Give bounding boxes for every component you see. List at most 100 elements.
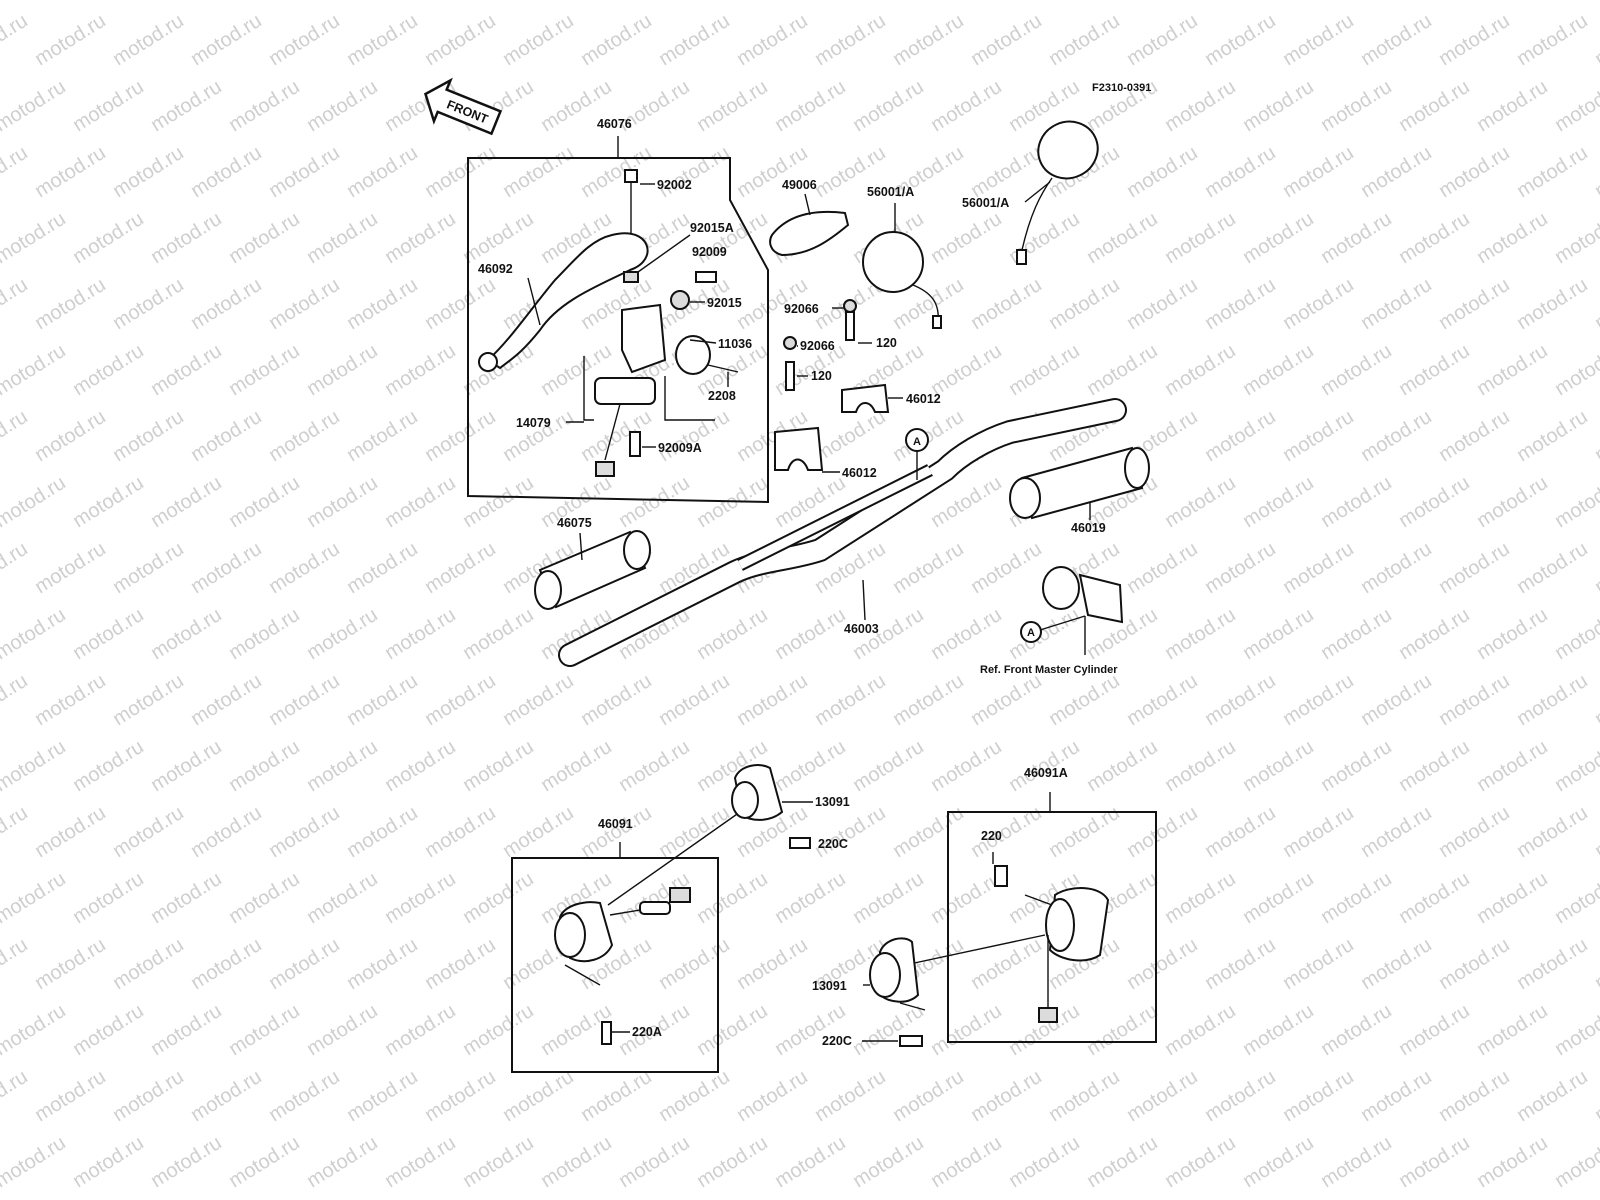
watermark-text: motod.ru [1317,472,1396,532]
watermark-text: motod.ru [225,604,304,664]
watermark-text: motod.ru [577,802,656,862]
watermark-text: motod.ru [187,10,266,70]
watermark-text: motod.ru [1083,736,1162,796]
watermark-text: motod.ru [303,0,382,4]
watermark-text: motod.ru [1395,0,1474,4]
watermark-text: motod.ru [1161,1132,1240,1192]
watermark-text: motod.ru [31,10,110,70]
watermark-text: motod.ru [0,934,32,994]
watermark-text: motod.ru [265,10,344,70]
watermark-text: motod.ru [499,670,578,730]
watermark-text: motod.ru [1161,472,1240,532]
ref-marker-a-bottom-label: A [1027,627,1035,639]
watermark-text: motod.ru [1161,604,1240,664]
watermark-text: motod.ru [69,1132,148,1192]
watermark-text: motod.ru [1395,472,1474,532]
watermark-text: motod.ru [109,802,188,862]
watermark-text: motod.ru [0,670,32,730]
watermark-text: motod.ru [381,604,460,664]
left-switch-assembly-46091: 46091 220A [511,811,741,1073]
watermark-text: motod.ru [69,604,148,664]
watermark-text: motod.ru [771,604,850,664]
watermark-text: motod.ru [187,670,266,730]
watermark-text: motod.ru [1279,934,1358,994]
watermark-text: motod.ru [1279,1066,1358,1126]
watermark-text: motod.ru [1473,340,1552,400]
watermark-text: motod.ru [1201,10,1280,70]
switch-housing-13091-top: 13091 220C [731,764,850,851]
watermark-text: motod.ru [1357,142,1436,202]
watermark-text: motod.ru [927,1132,1006,1192]
watermark-text: motod.ru [733,670,812,730]
watermark-text: motod.ru [1357,1066,1436,1126]
watermark-text: motod.ru [225,208,304,268]
mirror-left-56001A: 56001/A [862,185,942,329]
part-label-120-a: 120 [876,336,897,350]
watermark-text: motod.ru [537,1132,616,1192]
watermark-text: motod.ru [537,0,616,4]
watermark-text: motod.ru [927,208,1006,268]
watermark-text: motod.ru [1201,670,1280,730]
watermark-text: motod.ru [1435,670,1514,730]
watermark-text: motod.ru [147,868,226,928]
watermark-text: motod.ru [771,0,850,4]
watermark-text: motod.ru [927,868,1006,928]
watermark-text: motod.ru [0,736,70,796]
watermark-text: motod.ru [69,736,148,796]
watermark-text: motod.ru [1513,142,1592,202]
watermark-text: motod.ru [1591,934,1600,994]
watermark-text: motod.ru [0,604,70,664]
watermark-text: motod.ru [1239,76,1318,136]
watermark-text: motod.ru [1005,0,1084,4]
watermark-text: motod.ru [771,1000,850,1060]
watermark-text: motod.ru [849,868,928,928]
watermark-text: motod.ru [499,802,578,862]
part-label-92009: 92009 [692,245,727,259]
watermark-text: motod.ru [1317,1000,1396,1060]
watermark-text: motod.ru [381,0,460,4]
watermark-text: motod.ru [1005,604,1084,664]
watermark-text: motod.ru [927,1000,1006,1060]
mirror-right-56001A: 56001/A [962,120,1099,265]
watermark-text: motod.ru [1513,10,1592,70]
watermark-text: motod.ru [1317,736,1396,796]
watermark-text: motod.ru [459,736,538,796]
watermark-text: motod.ru [1591,406,1600,466]
watermark-text: motod.ru [693,1132,772,1192]
watermark-text: motod.ru [1473,0,1552,4]
right-switch-assembly-46091A: 46091A 220 [904,766,1157,1043]
watermark-text: motod.ru [421,670,500,730]
watermark-text: motod.ru [0,472,70,532]
watermark-text: motod.ru [421,802,500,862]
watermark-text: motod.ru [343,670,422,730]
watermark-text: motod.ru [1473,472,1552,532]
watermark-text: motod.ru [967,10,1046,70]
watermark-text: motod.ru [1473,736,1552,796]
watermark-text: motod.ru [0,868,70,928]
part-label-13091-b: 13091 [812,979,847,993]
screw-220C-top [789,837,811,849]
part-label-14079: 14079 [516,416,551,430]
watermark-text: motod.ru [459,1132,538,1192]
watermark-text: motod.ru [1045,1066,1124,1126]
screw-220C-bottom [899,1035,923,1047]
watermark-text: motod.ru [577,1066,656,1126]
watermark-text: motod.ru [421,934,500,994]
watermark-text: motod.ru [343,802,422,862]
watermark-text: motod.ru [655,934,734,994]
watermark-text: motod.ru [187,274,266,334]
watermark-text: motod.ru [655,142,734,202]
part-label-46075: 46075 [557,516,592,530]
watermark-text: motod.ru [1395,340,1474,400]
watermark-text: motod.ru [655,406,734,466]
watermark-text: motod.ru [1045,10,1124,70]
watermark-text: motod.ru [1357,802,1436,862]
watermark-text: motod.ru [499,1066,578,1126]
reference-note: Ref. Front Master Cylinder [980,664,1118,676]
watermark-text: motod.ru [459,472,538,532]
watermark-text: motod.ru [1551,736,1600,796]
watermark-text: motod.ru [343,538,422,598]
watermark-text: motod.ru [421,10,500,70]
watermark-text: motod.ru [655,670,734,730]
